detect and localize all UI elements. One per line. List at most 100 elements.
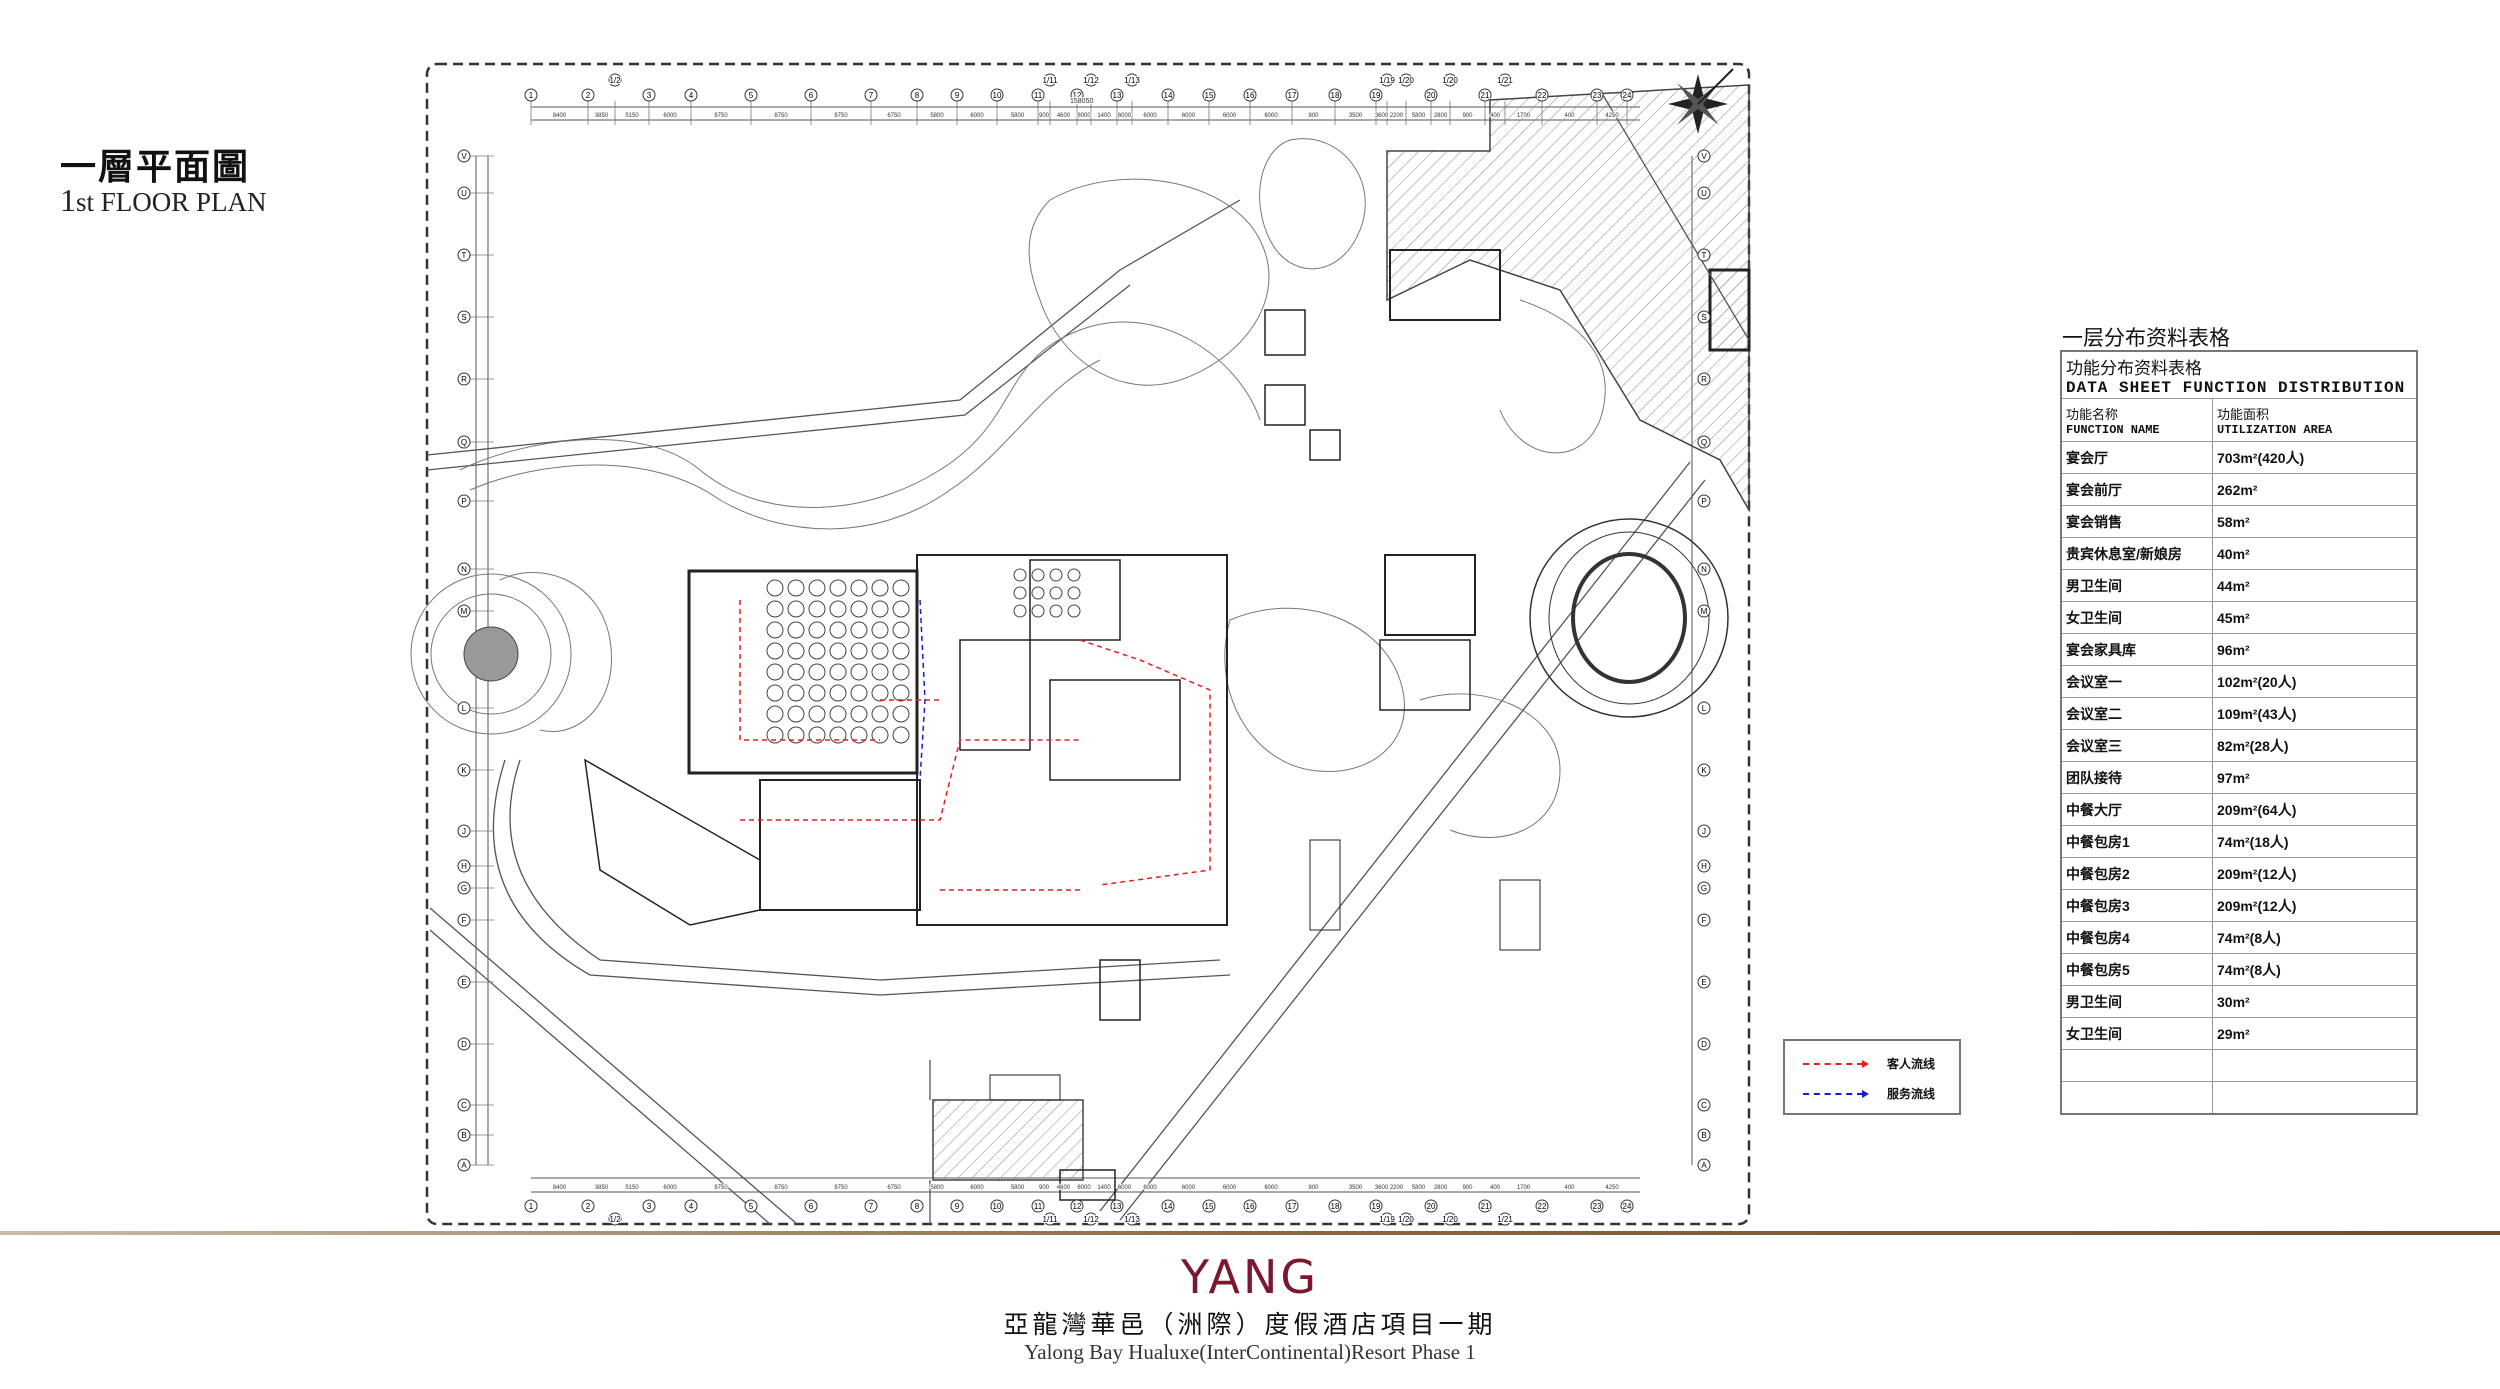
guest-flow-lines <box>739 600 1211 891</box>
axis-bubble <box>524 1199 538 1213</box>
axis-bubble <box>1697 1098 1711 1112</box>
function-name: 宴会厅 <box>2060 441 2213 474</box>
row-axis-label: D <box>461 1040 467 1049</box>
column-axis-label: 1/19 <box>1379 1215 1395 1224</box>
banquet-table <box>766 726 784 744</box>
axis-bubble <box>1043 1212 1057 1226</box>
dimension-label: 6000 <box>1077 1185 1091 1191</box>
banquet-table <box>808 684 826 702</box>
axis-bubble <box>457 975 471 989</box>
compass-icon <box>1668 68 1734 134</box>
axis-bubble <box>457 824 471 838</box>
banquet-table <box>850 705 868 723</box>
dimension-label: 900 <box>1462 1185 1473 1191</box>
function-name: 中餐包房3 <box>2060 889 2213 922</box>
row-axis-label: E <box>1701 978 1706 987</box>
axis-bubble <box>1697 435 1711 449</box>
axis-bubble <box>1697 824 1711 838</box>
column-axis-label: 7 <box>869 91 874 100</box>
dimension-label: 3500 <box>1349 113 1363 119</box>
axis-bubble <box>1202 1199 1216 1213</box>
column-axis-label: 2 <box>586 91 591 100</box>
row-axis-label: A <box>1701 1161 1707 1170</box>
axis-bubble <box>457 149 471 163</box>
axis-bubble <box>1084 73 1098 87</box>
dimension-label: 6000 <box>663 1185 677 1191</box>
function-area: 209m²(12人) <box>2212 889 2418 922</box>
function-name: 女卫生间 <box>2060 601 2213 634</box>
axis-bubble <box>1125 73 1139 87</box>
dimension-label: 5800 <box>1412 113 1426 119</box>
dimension-label: 400 <box>1490 1185 1501 1191</box>
function-name: 男卫生间 <box>2060 985 2213 1018</box>
dining-table <box>1067 568 1081 582</box>
dimension-label: 6000 <box>1182 113 1196 119</box>
axis-bubble <box>1620 88 1634 102</box>
row-axis-label: H <box>1701 862 1707 871</box>
axis-bubble <box>1478 1199 1492 1213</box>
banquet-table <box>871 621 889 639</box>
row-axis-label: C <box>1701 1101 1707 1110</box>
column-axis-label: 1/11 <box>1043 76 1059 85</box>
column-axis-label: 1/11 <box>1043 1215 1059 1224</box>
column-axis-label: 10 <box>993 91 1002 100</box>
function-area: 40m² <box>2212 537 2418 570</box>
banquet-table <box>871 579 889 597</box>
banquet-table <box>871 600 889 618</box>
axis-bubble <box>1369 1199 1383 1213</box>
dimension-label: 400 <box>1564 113 1575 119</box>
axis-bubble <box>1243 1199 1257 1213</box>
row-axis-label: N <box>461 565 467 574</box>
row-axis-label: B <box>1701 1131 1706 1140</box>
row-axis-label: M <box>461 607 468 616</box>
dimension-label: 4250 <box>1605 1185 1619 1191</box>
row-axis-label: J <box>1702 827 1706 836</box>
axis-bubble <box>457 186 471 200</box>
dining-table <box>1013 568 1027 582</box>
table-row <box>2060 1081 2418 1115</box>
dimension-label: 5800 <box>1011 1185 1025 1191</box>
dimension-label: 6750 <box>887 1185 901 1191</box>
service-flow-lines <box>919 599 926 781</box>
dimension-label: 6000 <box>1143 1185 1157 1191</box>
banquet-table <box>766 600 784 618</box>
column-axis-label: 20 <box>1427 91 1436 100</box>
project-name-en: Yalong Bay Hualuxe(InterContinental)Reso… <box>1024 1340 1476 1364</box>
dimension-label: 800 <box>1308 1185 1319 1191</box>
dimension-label: 8750 <box>774 113 788 119</box>
function-name: 中餐包房1 <box>2060 825 2213 858</box>
row-axis-label: E <box>461 978 466 987</box>
axis-bubble <box>457 435 471 449</box>
column-axis-label: 1/19 <box>1379 76 1395 85</box>
column-axis-label: 9 <box>955 1202 960 1211</box>
column-axis-label: 17 <box>1288 91 1297 100</box>
column-axis-label: 4 <box>689 91 694 100</box>
dimension-label: 6000 <box>1182 1185 1196 1191</box>
axis-bubble <box>950 1199 964 1213</box>
column-axis-label: 4 <box>689 1202 694 1211</box>
axis-bubble <box>457 913 471 927</box>
column-axis-label: 9 <box>955 91 960 100</box>
axis-bubble <box>684 1199 698 1213</box>
row-axis-label: K <box>461 766 467 775</box>
axis-bubble <box>524 88 538 102</box>
function-area: 58m² <box>2212 505 2418 538</box>
blue-arrow-icon <box>1803 1089 1869 1098</box>
banquet-table <box>787 579 805 597</box>
column-axis-label: 6 <box>809 1202 814 1211</box>
table-title: 一层分布资料表格 <box>2062 327 2230 350</box>
dimension-label: 400 <box>1564 1185 1575 1191</box>
dimension-label: 3500 <box>1349 1185 1363 1191</box>
axis-bubble <box>1697 149 1711 163</box>
title-rest: st FLOOR PLAN <box>76 187 267 217</box>
dimension-label: 8750 <box>714 1185 728 1191</box>
dimension-label: 900 <box>1039 113 1050 119</box>
axis-bubble <box>1697 494 1711 508</box>
col1-en: FUNCTION NAME <box>2066 422 2160 437</box>
row-axis-label: D <box>1701 1040 1707 1049</box>
banquet-table <box>871 684 889 702</box>
row-axis-label: L <box>1702 704 1707 713</box>
